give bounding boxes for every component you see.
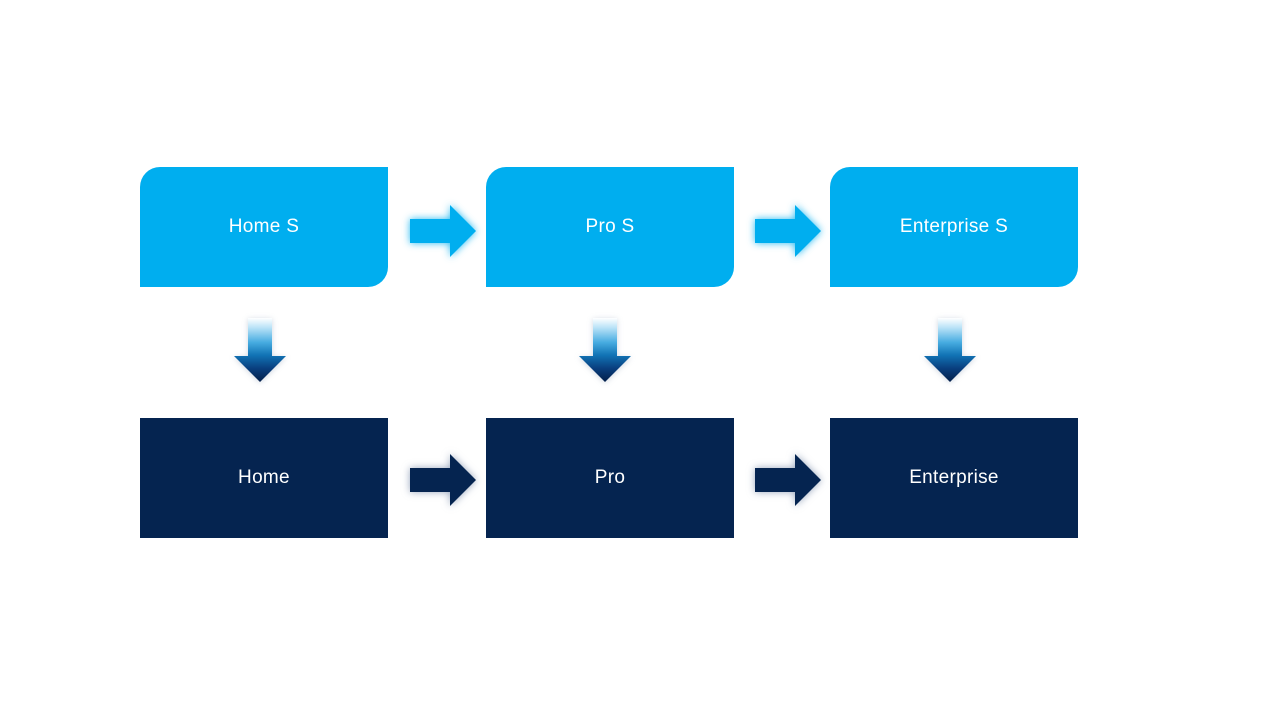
down-arrow-icon: [579, 318, 631, 382]
top-box-pro-s: Pro S: [486, 167, 734, 287]
bottom-box-enterprise: Enterprise: [830, 418, 1078, 538]
right-arrow-icon: [410, 205, 476, 257]
bottom-box-home: Home: [140, 418, 388, 538]
down-arrow-icon: [924, 318, 976, 382]
down-arrow-icon: [234, 318, 286, 382]
top-box-home-s: Home S: [140, 167, 388, 287]
top-box-pro-s-label: Pro S: [585, 216, 635, 237]
top-box-home-s-label: Home S: [228, 216, 300, 237]
bottom-box-home-label: Home: [238, 467, 290, 488]
bottom-box-pro: Pro: [486, 418, 734, 538]
right-arrow-icon: [755, 205, 821, 257]
bottom-box-enterprise-label: Enterprise: [909, 467, 999, 488]
right-arrow-icon: [410, 454, 476, 506]
top-box-enterprise-s-label: Enterprise S: [899, 216, 1009, 237]
bottom-box-pro-label: Pro: [594, 467, 626, 488]
right-arrow-icon: [755, 454, 821, 506]
top-box-enterprise-s: Enterprise S: [830, 167, 1078, 287]
